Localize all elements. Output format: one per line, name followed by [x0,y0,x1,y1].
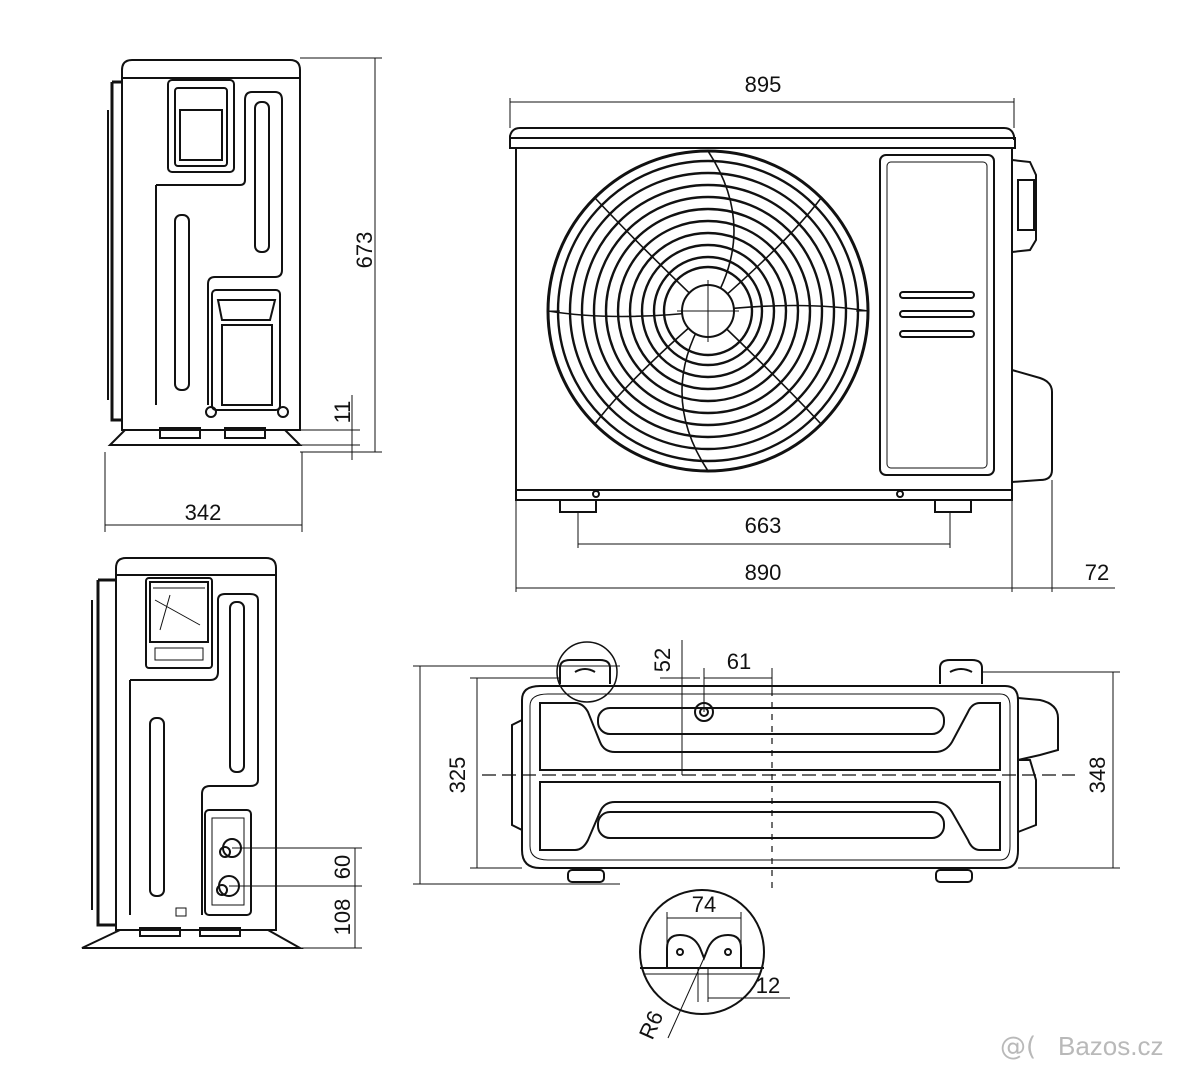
valve-dimension-lines [229,847,362,949]
front-dimension-lines [509,98,1115,592]
top-view [511,641,1059,883]
dim-72: 72 [1085,560,1109,585]
side-dimension-lines [104,57,382,532]
dim-12: 12 [756,973,780,998]
watermark-logo-icon: @( [1000,1032,1036,1062]
dim-895: 895 [745,72,782,97]
dim-325: 325 [445,757,470,794]
dim-60: 60 [330,855,355,879]
top-centerlines [482,690,1075,890]
watermark: @( Bazos.cz [1000,1031,1164,1062]
dim-342: 342 [185,500,222,525]
side-view-left [81,557,304,949]
dim-108: 108 [330,899,355,936]
watermark-text: Bazos.cz [1058,1031,1164,1061]
dim-74: 74 [692,892,716,917]
dim-673: 673 [352,232,377,269]
front-view [509,127,1053,513]
side-view-right [107,59,303,446]
dim-61: 61 [727,649,751,674]
dim-348: 348 [1085,757,1110,794]
dim-r6: R6 [634,1007,668,1043]
dim-11: 11 [330,401,355,424]
dim-52: 52 [650,648,675,672]
dim-890: 890 [745,560,782,585]
dim-663: 663 [745,513,782,538]
detail-dimension-lines [666,912,790,1039]
fan-grille [546,149,870,473]
top-dimension-lines [413,640,1120,885]
